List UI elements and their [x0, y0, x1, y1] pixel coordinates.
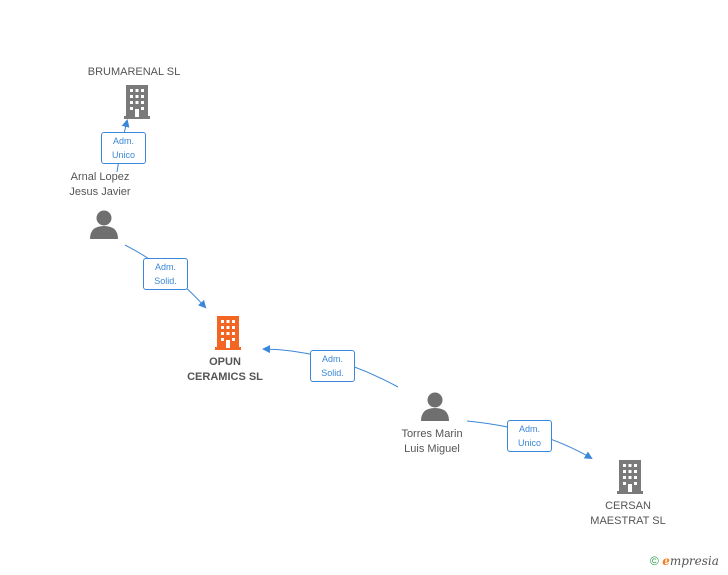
badge-line: Adm. [321, 354, 343, 364]
role-badge-adm-solid: Adm. Solid. [143, 258, 188, 290]
person-icon[interactable] [420, 392, 450, 421]
name-line: Luis Miguel [404, 443, 460, 455]
name-line: OPUN [209, 356, 241, 368]
name-line: Jesus Javier [69, 186, 131, 198]
copyright-icon: © [650, 554, 659, 568]
name-line: CERAMICS SL [187, 371, 263, 383]
building-icon[interactable] [615, 460, 645, 494]
badge-line: Adm. [154, 262, 176, 272]
role-badge-adm-unico: Adm. Unico [507, 420, 552, 452]
building-icon[interactable] [122, 85, 152, 119]
badge-line: Adm. [518, 424, 540, 434]
person-icon[interactable] [89, 210, 119, 239]
role-badge-adm-solid: Adm. Solid. [310, 350, 355, 382]
company-name-opun[interactable]: OPUN CERAMICS SL [165, 355, 285, 385]
company-name-cersan[interactable]: CERSAN MAESTRAT SL [568, 499, 688, 529]
badge-line: Solid. [321, 368, 344, 378]
badge-line: Adm. [112, 136, 134, 146]
name-line: Arnal Lopez [70, 171, 130, 183]
empresia-watermark: © empresia [650, 554, 719, 568]
building-icon-main[interactable] [213, 316, 243, 350]
badge-line: Unico [111, 150, 135, 160]
role-badge-adm-unico: Adm. Unico [101, 132, 146, 164]
company-name-brumarenal[interactable]: BRUMARENAL SL [87, 66, 181, 78]
name-line: Torres Marin [401, 428, 463, 440]
person-name-arnal[interactable]: Arnal Lopez Jesus Javier [40, 170, 160, 200]
name-line: CERSAN [605, 500, 651, 512]
brand-logo: empresia [662, 554, 719, 568]
badge-line: Solid. [154, 276, 177, 286]
badge-line: Unico [517, 438, 541, 448]
name-line: MAESTRAT SL [590, 515, 666, 527]
person-name-torres[interactable]: Torres Marin Luis Miguel [372, 427, 492, 457]
